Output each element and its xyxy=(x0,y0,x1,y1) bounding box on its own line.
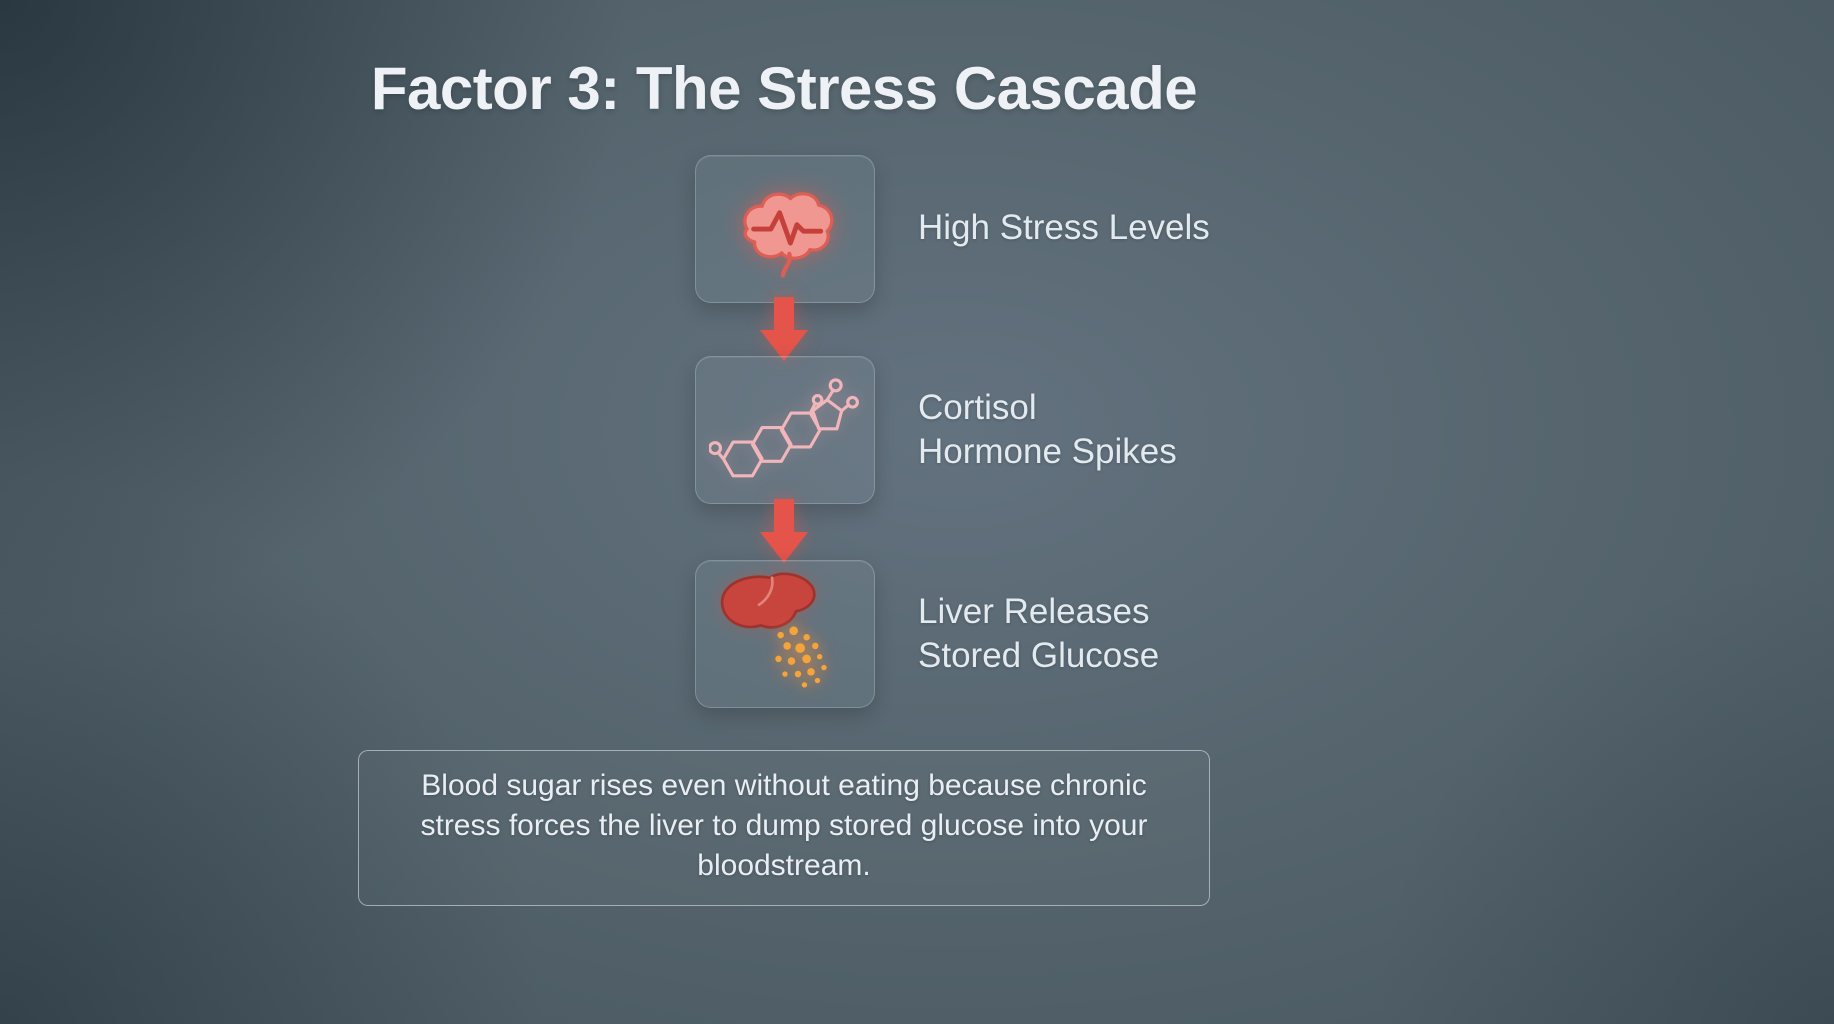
liver-glucose-icon xyxy=(720,572,827,688)
step-label-liver: Liver Releases Stored Glucose xyxy=(918,590,1159,678)
step-label-line: Stored Glucose xyxy=(918,636,1160,675)
step-label-cortisol: Cortisol Hormone Spikes xyxy=(918,386,1177,474)
step-card-high-stress xyxy=(695,155,875,303)
stress-cascade-diagram: Factor 3: The Stress Cascade High Stress… xyxy=(358,55,1210,906)
step-label-line: High Stress Levels xyxy=(918,208,1210,247)
step-label-line: Cortisol xyxy=(918,388,1037,427)
brain-icon xyxy=(743,192,834,278)
summary-note: Blood sugar rises even without eating be… xyxy=(358,750,1210,906)
summary-note-text: Blood sugar rises even without eating be… xyxy=(420,769,1148,882)
flow-arrow-down-icon xyxy=(760,297,808,361)
step-label-line: Liver Releases xyxy=(918,592,1150,631)
cortisol-molecule-icon xyxy=(709,378,859,478)
step-card-cortisol xyxy=(695,356,875,504)
flow-arrow-down-icon xyxy=(760,499,808,563)
page-title: Factor 3: The Stress Cascade xyxy=(370,55,1198,122)
step-label-line: Hormone Spikes xyxy=(918,432,1177,471)
step-label-high-stress: High Stress Levels xyxy=(918,206,1210,250)
step-card-liver xyxy=(695,560,875,708)
glucose-dots xyxy=(775,626,827,688)
